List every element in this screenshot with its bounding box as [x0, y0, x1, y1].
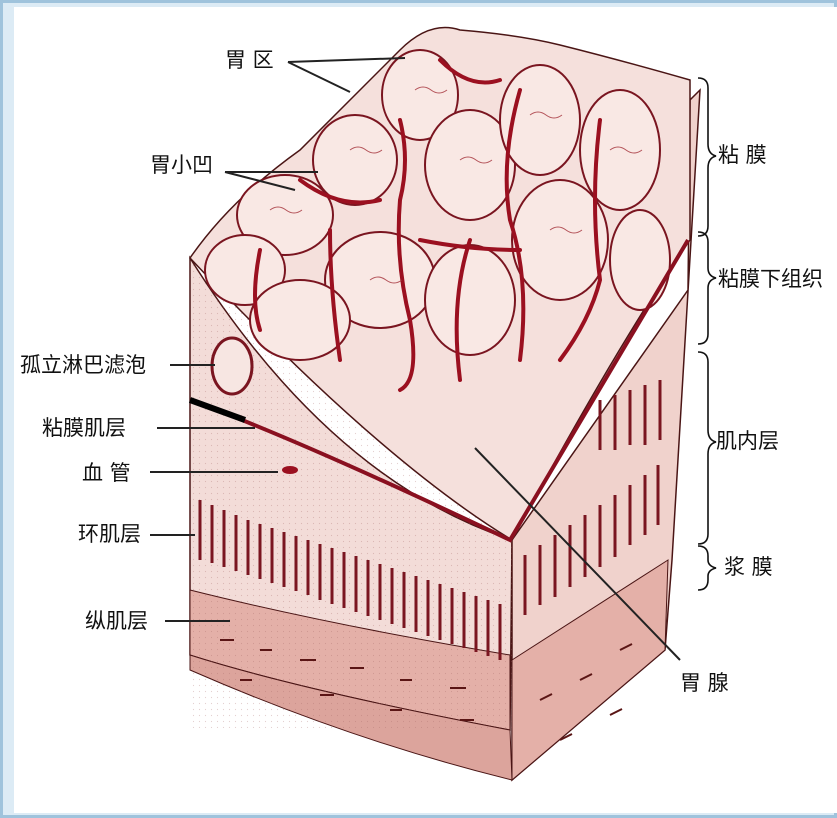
label-muscularis: 肌内层: [716, 429, 779, 453]
label-gastric-area: 胃 区: [225, 48, 274, 72]
label-longitudinal-muscle: 纵肌层: [85, 609, 148, 633]
label-submucosa: 粘膜下组织: [718, 267, 823, 291]
lymph-follicle-shape: [212, 338, 252, 394]
label-circular-muscle: 环肌层: [78, 522, 141, 546]
label-mucosa: 粘 膜: [718, 143, 767, 167]
layer-braces: [698, 78, 716, 590]
label-gastric-pit: 胃小凹: [150, 153, 213, 177]
blood-vessel-shape: [282, 466, 298, 474]
label-gastric-gland: 胃 腺: [680, 671, 729, 695]
label-muscularis-mucosae: 粘膜肌层: [42, 416, 126, 440]
label-blood-vessel: 血 管: [82, 461, 131, 485]
label-serosa: 浆 膜: [724, 555, 773, 579]
label-lymph-follicle: 孤立淋巴滤泡: [20, 353, 146, 377]
